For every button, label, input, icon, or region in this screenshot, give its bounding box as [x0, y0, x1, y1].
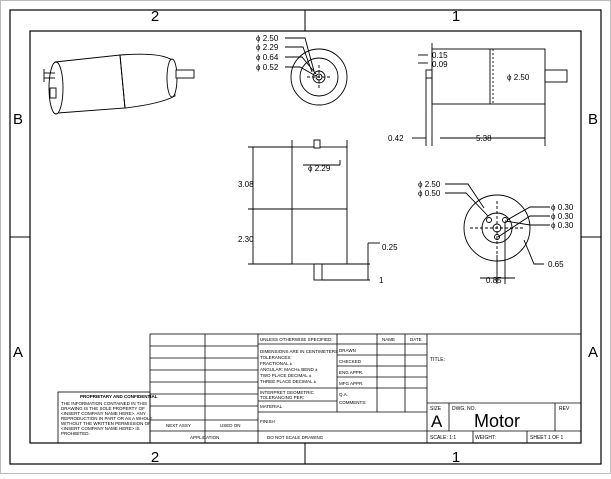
dim-phi-229-front: ϕ 2.29: [308, 164, 331, 173]
proprietary-line-2: DRAWING IS THE SOLE PROPERTY OF: [61, 406, 145, 411]
zone-left-a: A: [13, 344, 23, 361]
checked-label: CHECKED: [339, 359, 362, 364]
mfg-appr-label: MFG APPR.: [339, 381, 364, 386]
front-view: [248, 139, 380, 281]
title-block-grid: [57, 333, 582, 444]
eng-appr-label: ENG APPR.: [339, 370, 363, 375]
dim-phi-052: ϕ 0.52: [256, 63, 279, 72]
size-value: A: [431, 412, 443, 431]
dim-phi-030-b: ϕ 0.30: [551, 212, 574, 221]
do-not-scale-label: DO NOT SCALE DRAWING: [267, 435, 324, 440]
size-label: SIZE: [430, 406, 442, 412]
sheet-label: SHEET 1 OF 1: [530, 435, 563, 441]
dim-230: 2.30: [238, 235, 254, 244]
next-assy-label: NEXT ASSY: [166, 423, 191, 428]
dim-009: 0.09: [432, 60, 448, 69]
proprietary-line-7: PROHIBITED.: [61, 431, 90, 436]
proprietary-line-6: <INSERT COMPANY NAME HERE> IS: [61, 426, 140, 431]
dim-phi-250: ϕ 2.50: [256, 34, 279, 43]
proprietary-title: PROPRIETARY AND CONFIDENTIAL: [80, 394, 158, 399]
bottom-view: [445, 183, 550, 284]
dim-phi-064: ϕ 0.64: [256, 53, 279, 62]
fractional-label: FRACTIONAL ±: [260, 361, 293, 366]
interpret-label-2: TOLERANCING PER:: [260, 395, 304, 400]
rev-label: REV: [559, 406, 570, 412]
zone-bottom-1: 1: [452, 449, 460, 466]
tolerances-label: TOLERANCES:: [260, 355, 292, 360]
dwg-no-value: Motor: [474, 411, 520, 431]
proprietary-line-4: REPRODUCTION IN PART OR AS A WHOLE: [61, 416, 153, 421]
scale-label: SCALE: 1:1: [430, 435, 456, 441]
dim-025: 0.25: [382, 243, 398, 252]
side-view: [412, 43, 568, 146]
two-place-label: TWO PLACE DECIMAL ±: [260, 373, 312, 378]
dim-308: 3.08: [238, 180, 254, 189]
dim-1: 1: [379, 276, 384, 285]
zone-right-b: B: [588, 111, 598, 128]
dim-phi-030-a: ϕ 0.30: [551, 203, 574, 212]
zone-top-2: 2: [151, 8, 159, 25]
dim-042: 0.42: [388, 134, 404, 143]
drawn-label: DRAWN: [339, 348, 356, 353]
qa-label: Q.A.: [339, 392, 348, 397]
title-block-text: UNLESS OTHERWISE SPECIFIED: NAME DATE DI…: [61, 337, 570, 441]
end-view: [285, 37, 348, 106]
dims-in-cm-label: DIMENSIONS ARE IN CENTIMETERS: [260, 349, 338, 354]
application-label: APPLICATION: [190, 435, 219, 440]
zone-top-1: 1: [452, 8, 460, 25]
dim-015: 0.15: [432, 51, 448, 60]
three-place-label: THREE PLACE DECIMAL ±: [260, 379, 317, 384]
dim-phi-250-side: ϕ 2.50: [507, 73, 530, 82]
interpret-label-1: INTERPRET GEOMETRIC: [260, 390, 315, 395]
dim-phi-229: ϕ 2.29: [256, 43, 279, 52]
used-on-label: USED ON: [220, 423, 241, 428]
date-header: DATE: [410, 337, 422, 342]
dwg-no-label: DWG. NO.: [452, 406, 476, 412]
unless-specified-label: UNLESS OTHERWISE SPECIFIED:: [260, 337, 333, 342]
isometric-view: [43, 53, 195, 115]
dim-065: 0.65: [548, 260, 564, 269]
proprietary-line-3: <INSERT COMPANY NAME HERE>. ANY: [61, 411, 146, 416]
proprietary-line-1: THE INFORMATION CONTAINED IN THIS: [61, 401, 147, 406]
dim-phi-030-c: ϕ 0.30: [551, 221, 574, 230]
material-label: MATERIAL: [260, 404, 283, 409]
finish-label: FINISH: [260, 419, 275, 424]
angular-label: ANGULAR: MACH± BEND ±: [260, 367, 318, 372]
dim-085: 0.85: [486, 276, 502, 285]
zone-bottom-2: 2: [151, 449, 159, 466]
weight-label: WEIGHT:: [475, 435, 496, 441]
proprietary-line-5: WITHOUT THE WRITTEN PERMISSION OF: [61, 421, 151, 426]
dim-538: 5.38: [476, 134, 492, 143]
dim-phi-050: ϕ 0.50: [418, 189, 441, 198]
comments-label: COMMENTS:: [339, 400, 367, 405]
zone-right-a: A: [588, 344, 598, 361]
zone-left-b: B: [13, 111, 23, 128]
dim-phi-250-bottom: ϕ 2.50: [418, 180, 441, 189]
name-header: NAME: [382, 337, 395, 342]
title-label: TITLE:: [430, 357, 445, 363]
zone-ticks: [10, 10, 601, 464]
